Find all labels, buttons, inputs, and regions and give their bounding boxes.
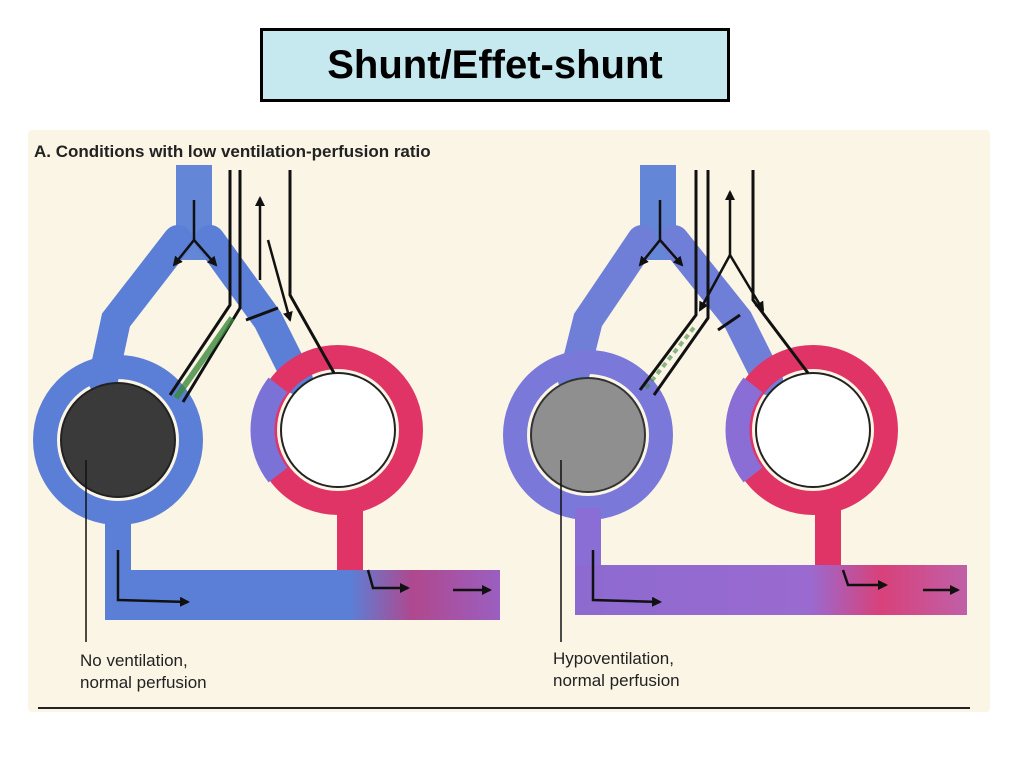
- ventilated-alveolus-right: [755, 372, 871, 488]
- no-ventilation-alveolus: [60, 382, 176, 498]
- right-outgoing-vessel: [575, 565, 967, 615]
- right-caption: Hypoventilation, normal perfusion: [553, 648, 680, 692]
- left-outgoing-vessel: [105, 570, 500, 620]
- left-airway-obstruction: [173, 316, 235, 400]
- left-caption-line1: No ventilation,: [80, 651, 188, 670]
- left-airway: [168, 170, 336, 403]
- right-panel-illustration: [503, 165, 967, 642]
- figure-baseline: [38, 707, 970, 709]
- right-flow-arrows: [591, 190, 960, 607]
- slide-title-box: Shunt/Effet-shunt: [260, 28, 730, 102]
- left-panel-illustration: [33, 165, 500, 642]
- right-caption-line1: Hypoventilation,: [553, 649, 674, 668]
- right-airway: [638, 170, 810, 396]
- left-caption: No ventilation, normal perfusion: [80, 650, 207, 694]
- figure-panel: A. Conditions with low ventilation-perfu…: [28, 130, 990, 712]
- hypoventilation-alveolus: [530, 377, 646, 493]
- left-caption-line2: normal perfusion: [80, 673, 207, 692]
- slide-title: Shunt/Effet-shunt: [327, 42, 663, 87]
- figure-heading: A. Conditions with low ventilation-perfu…: [34, 142, 431, 161]
- right-caption-line2: normal perfusion: [553, 671, 680, 690]
- right-airway-narrowing: [644, 323, 698, 390]
- ventilated-alveolus-left: [280, 372, 396, 488]
- figure-illustration: [28, 130, 990, 712]
- left-flow-arrows: [116, 196, 492, 607]
